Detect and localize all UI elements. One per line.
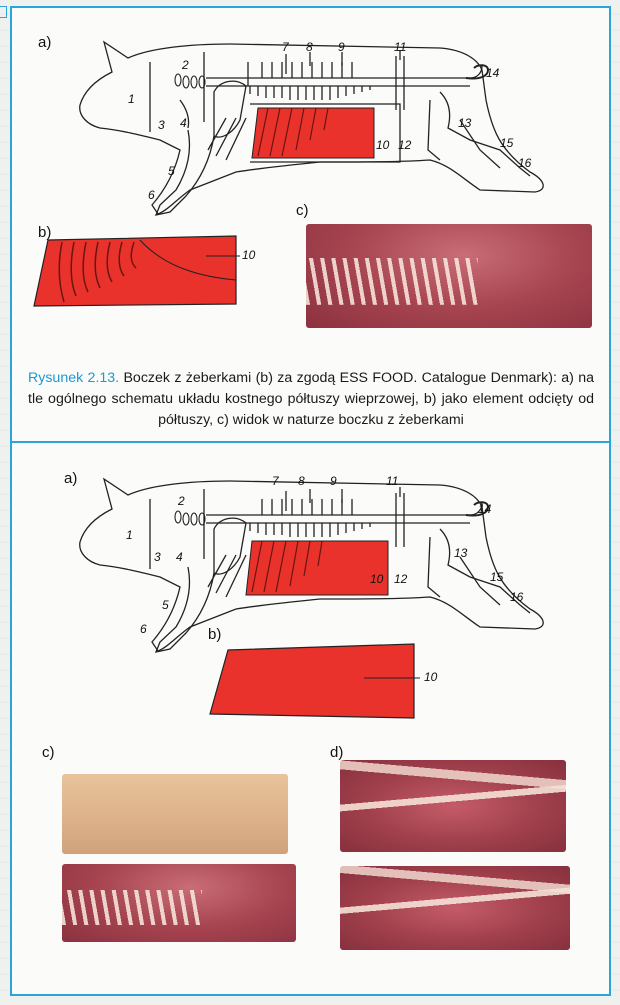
fig2-label-c: c): [42, 744, 55, 761]
fig1-num-6: 6: [148, 188, 155, 202]
caption-title: Rysunek 2.13.: [28, 370, 120, 386]
caption-body: Boczek z żeberkami (b) za zgodą ESS FOOD…: [28, 370, 594, 428]
fig2-photo-d-bottom: [340, 866, 570, 950]
fig1-cut-region: [251, 107, 375, 159]
fig2-num-9: 9: [330, 474, 337, 488]
fig2-photo-c-skin-side: [62, 774, 288, 854]
fig2-cut-number: 10: [424, 670, 438, 684]
fig1-num-13: 13: [458, 116, 472, 130]
fig1-label-b: b): [38, 224, 52, 241]
fig1-caption: Rysunek 2.13. Boczek z żeberkami (b) za …: [28, 368, 594, 431]
fig2-num-13: 13: [454, 546, 468, 560]
fig1-label-a: a): [38, 34, 52, 51]
fig2-num-15: 15: [490, 570, 504, 584]
fig1-num-3: 3: [158, 118, 165, 132]
fig1-num-7: 7: [282, 40, 289, 54]
fig1-photo-c: [306, 224, 592, 328]
fig2-num-4: 4: [176, 550, 183, 564]
fig2-photo-c-rib-side: [62, 864, 296, 942]
fig2-num-8: 8: [298, 474, 305, 488]
fig2-num-11: 11: [386, 474, 399, 488]
fig2-cut-piece-b: [209, 643, 415, 719]
frame-corner-mark: [0, 6, 7, 18]
fig2-num-6: 6: [140, 622, 147, 636]
fig2-num-12: 12: [394, 572, 408, 586]
fig1-num-8: 8: [306, 40, 313, 54]
fig2-label-a: a): [64, 470, 78, 487]
fig1-num-2: 2: [182, 58, 189, 72]
fig1-label-c: c): [296, 202, 309, 219]
fig1-num-4: 4: [180, 116, 187, 130]
fig2-label-d: d): [330, 744, 344, 761]
fig1-num-16: 16: [518, 156, 532, 170]
fig2-num-14: 14: [478, 502, 492, 516]
fig1-num-14: 14: [486, 66, 500, 80]
fig2-num-2: 2: [178, 494, 185, 508]
fig1-num-10: 10: [376, 138, 390, 152]
fig2-num-7: 7: [272, 474, 279, 488]
fig2-num-1: 1: [126, 528, 133, 542]
fig1-num-5: 5: [168, 164, 175, 178]
fig2-cut-region: [245, 540, 389, 596]
fig2-num-16: 16: [510, 590, 524, 604]
fig1-num-15: 15: [500, 136, 514, 150]
fig2-photo-d-top: [340, 760, 566, 852]
fig2-num-5: 5: [162, 598, 169, 612]
fig1-num-9: 9: [338, 40, 345, 54]
fig1-num-12: 12: [398, 138, 412, 152]
fig2-num-10: 10: [370, 572, 384, 586]
fig2-num-3: 3: [154, 550, 161, 564]
fig1-num-1: 1: [128, 92, 135, 106]
fig1-num-11: 11: [394, 40, 407, 54]
fig1-cut-number: 10: [242, 248, 256, 262]
frame-divider: [10, 441, 611, 443]
fig2-label-b: b): [208, 626, 222, 643]
